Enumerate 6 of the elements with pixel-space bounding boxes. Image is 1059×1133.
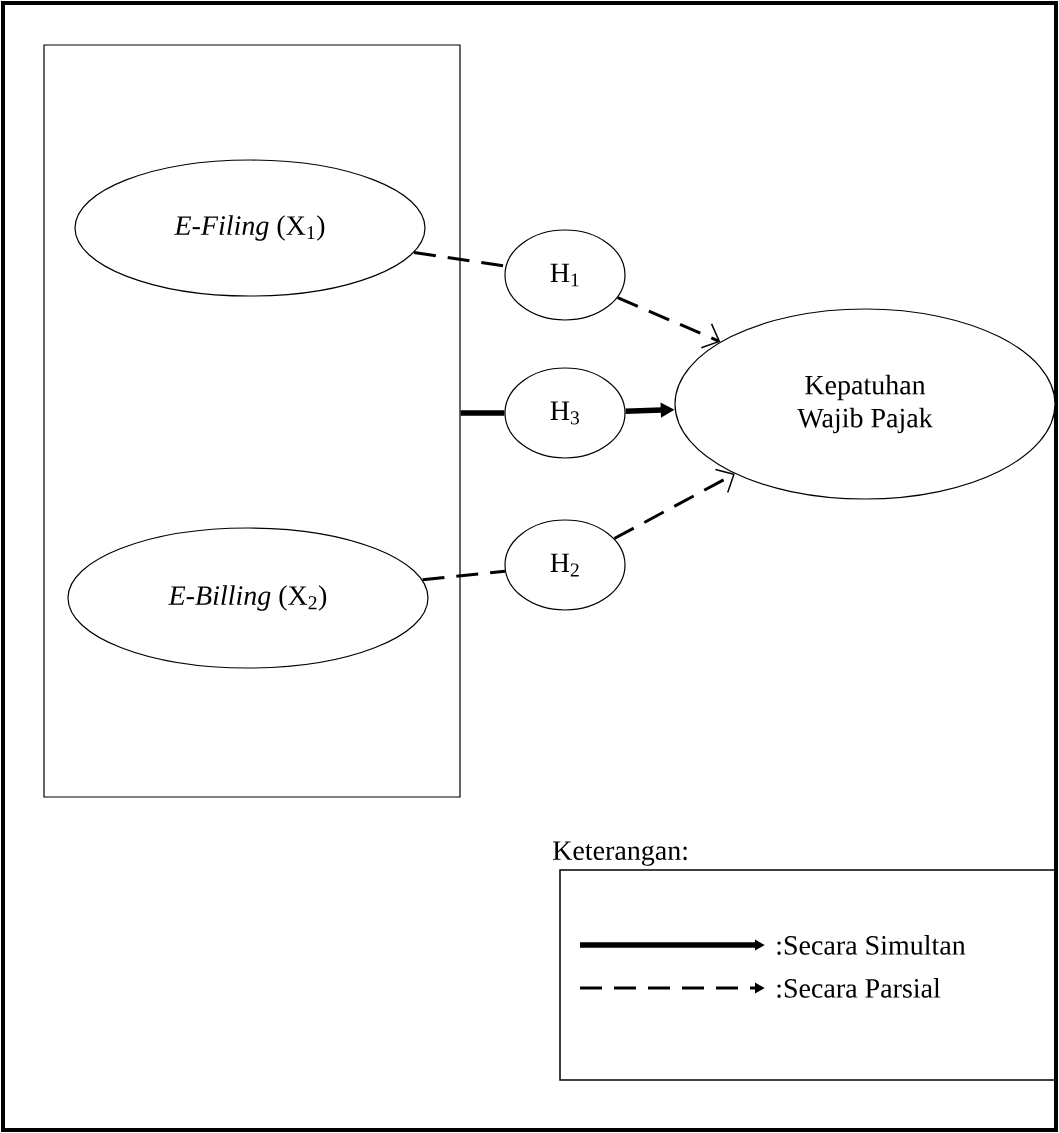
- legend-heading: Keterangan:: [553, 841, 687, 866]
- arrow: [613, 468, 735, 540]
- node-label: Kepatuhan Wajib Pajak: [797, 374, 933, 434]
- legend-entry: :Secara Simultan: [777, 935, 966, 955]
- legend-entry: :Secara Parsial: [777, 978, 941, 998]
- arrow: [617, 296, 721, 349]
